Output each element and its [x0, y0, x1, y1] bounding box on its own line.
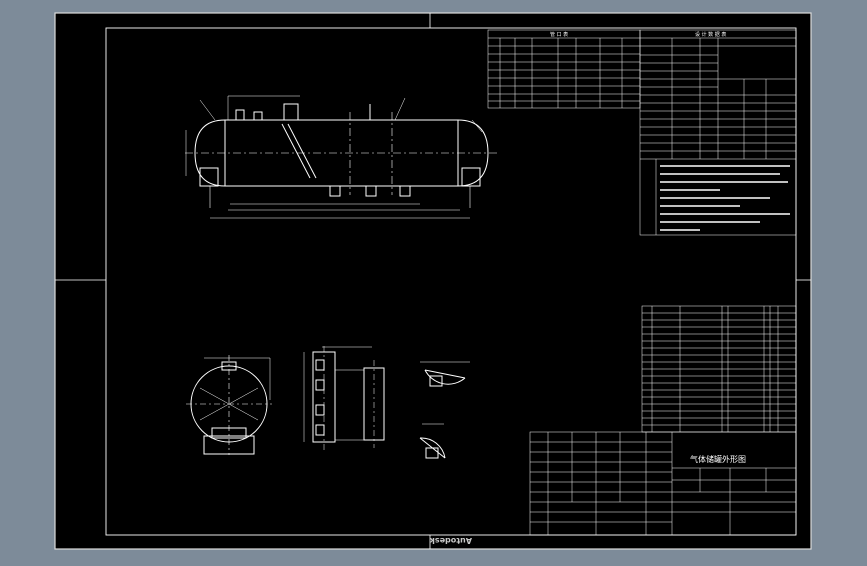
vessel-end-view — [186, 355, 272, 455]
nozzle-table-title: 管 口 表 — [550, 31, 568, 38]
drawing-title: 气体储罐外形图 — [690, 454, 746, 464]
detail-view-a — [420, 361, 470, 387]
inner-frame — [105, 27, 797, 536]
tech-data-table — [639, 29, 797, 236]
saddle-detail — [303, 346, 385, 450]
nozzle-table — [487, 29, 641, 109]
vessel-elevation — [185, 95, 500, 219]
detail-view-b — [419, 423, 446, 459]
tech-notes — [660, 165, 790, 231]
centering-marks — [55, 13, 811, 549]
title-block — [529, 431, 797, 536]
tech-data-table-title: 设 计 数 据 表 — [695, 31, 726, 38]
drawing-sheet — [54, 12, 812, 550]
autodesk-watermark: Autodesk — [429, 536, 472, 545]
